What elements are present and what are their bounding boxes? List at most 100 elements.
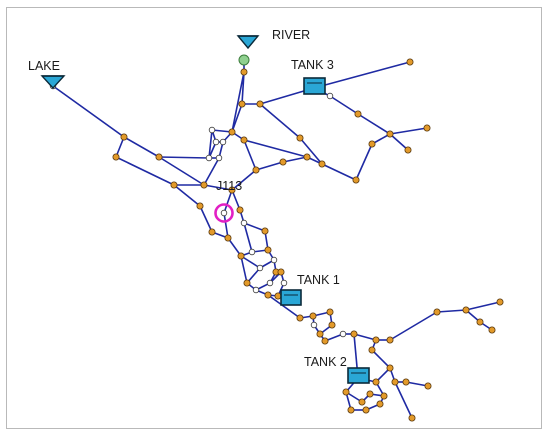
junction-node[interactable] <box>372 336 380 344</box>
junction-node[interactable] <box>248 248 256 256</box>
pipe[interactable] <box>203 184 233 191</box>
reservoir-icon[interactable] <box>236 35 260 50</box>
pipe[interactable] <box>240 255 248 284</box>
pipe[interactable] <box>243 139 257 171</box>
junction-node[interactable] <box>462 306 470 314</box>
junction-node[interactable] <box>270 256 278 264</box>
junction-node[interactable] <box>219 138 227 146</box>
junction-node[interactable] <box>212 138 220 146</box>
pipe[interactable] <box>313 61 411 89</box>
junction-node[interactable] <box>296 134 304 142</box>
junction-node[interactable] <box>406 58 414 66</box>
pipe[interactable] <box>231 71 245 133</box>
pump-icon[interactable] <box>238 54 250 66</box>
pipe[interactable] <box>405 381 429 387</box>
junction-node[interactable] <box>376 400 384 408</box>
junction-node[interactable] <box>433 308 441 316</box>
pipe[interactable] <box>282 156 308 163</box>
pipe[interactable] <box>465 301 501 311</box>
junction-node[interactable] <box>155 153 163 161</box>
junction-node[interactable] <box>303 153 311 161</box>
junction-node[interactable] <box>386 336 394 344</box>
junction-node[interactable] <box>205 154 213 162</box>
pipe[interactable] <box>240 255 261 269</box>
junction-node[interactable] <box>120 133 128 141</box>
pipe[interactable] <box>223 189 233 214</box>
junction-node[interactable] <box>279 158 287 166</box>
junction-node[interactable] <box>309 312 317 320</box>
junction-node[interactable] <box>408 414 416 422</box>
junction-node[interactable] <box>372 378 380 386</box>
pipe[interactable] <box>231 189 241 211</box>
junction-node[interactable] <box>208 126 216 134</box>
pipe[interactable] <box>243 222 253 253</box>
junction-node[interactable] <box>310 321 318 329</box>
junction-node[interactable] <box>170 181 178 189</box>
pipe[interactable] <box>243 139 308 158</box>
pipe[interactable] <box>115 136 125 158</box>
junction-node[interactable] <box>339 330 347 338</box>
junction-node[interactable] <box>404 146 412 154</box>
junction-node[interactable] <box>362 406 370 414</box>
junction-node[interactable] <box>256 264 264 272</box>
junction-node[interactable] <box>252 166 260 174</box>
junction-node[interactable] <box>228 186 236 194</box>
pipe[interactable] <box>389 311 438 341</box>
pipe[interactable] <box>389 133 409 151</box>
junction-node[interactable] <box>402 378 410 386</box>
junction-node[interactable] <box>326 308 334 316</box>
junction-node[interactable] <box>252 286 260 294</box>
pipe[interactable] <box>223 212 229 239</box>
junction-node[interactable] <box>347 406 355 414</box>
junction-node[interactable] <box>496 298 504 306</box>
junction-node[interactable] <box>220 209 228 217</box>
junction-node[interactable] <box>274 292 282 300</box>
junction-node[interactable] <box>243 279 251 287</box>
tank-icon[interactable] <box>303 77 326 95</box>
pipe[interactable] <box>353 333 377 341</box>
pipe[interactable] <box>52 85 125 138</box>
junction-node[interactable] <box>280 279 288 287</box>
reservoir-icon[interactable] <box>40 75 66 90</box>
pipe[interactable] <box>436 309 467 313</box>
junction-node[interactable] <box>196 202 204 210</box>
junction-node[interactable] <box>488 326 496 334</box>
pipe[interactable] <box>394 381 413 419</box>
tank-icon[interactable] <box>280 289 302 306</box>
pipe[interactable] <box>329 95 359 115</box>
network-map-frame[interactable] <box>6 7 542 429</box>
pipe[interactable] <box>158 156 205 186</box>
junction-node[interactable] <box>208 228 216 236</box>
pipe[interactable] <box>389 127 428 135</box>
pipe[interactable] <box>299 137 323 165</box>
junction-node[interactable] <box>200 181 208 189</box>
junction-node[interactable] <box>476 318 484 326</box>
junction-node[interactable] <box>228 128 236 136</box>
pipe[interactable] <box>227 237 242 257</box>
junction-node[interactable] <box>354 110 362 118</box>
junction-node[interactable] <box>318 160 326 168</box>
junction-node[interactable] <box>358 398 366 406</box>
junction-node[interactable] <box>423 124 431 132</box>
junction-node[interactable] <box>277 268 285 276</box>
pipe[interactable] <box>199 205 213 233</box>
pipe[interactable] <box>173 184 201 207</box>
pipe[interactable] <box>115 156 175 186</box>
junction-node[interactable] <box>380 392 388 400</box>
junction-node[interactable] <box>261 227 269 235</box>
junction-node[interactable] <box>112 153 120 161</box>
junction-node[interactable] <box>215 154 223 162</box>
tank-icon[interactable] <box>347 367 370 384</box>
pipe[interactable] <box>321 163 357 181</box>
junction-node[interactable] <box>326 92 334 100</box>
pipe[interactable] <box>371 349 391 369</box>
pipe[interactable] <box>267 294 301 319</box>
pipe[interactable] <box>203 157 220 186</box>
junction-node[interactable] <box>240 136 248 144</box>
junction-node[interactable] <box>391 378 399 386</box>
junction-node[interactable] <box>386 364 394 372</box>
pipe[interactable] <box>208 129 213 159</box>
junction-node[interactable] <box>352 176 360 184</box>
selection-ring-icon[interactable] <box>214 203 234 223</box>
